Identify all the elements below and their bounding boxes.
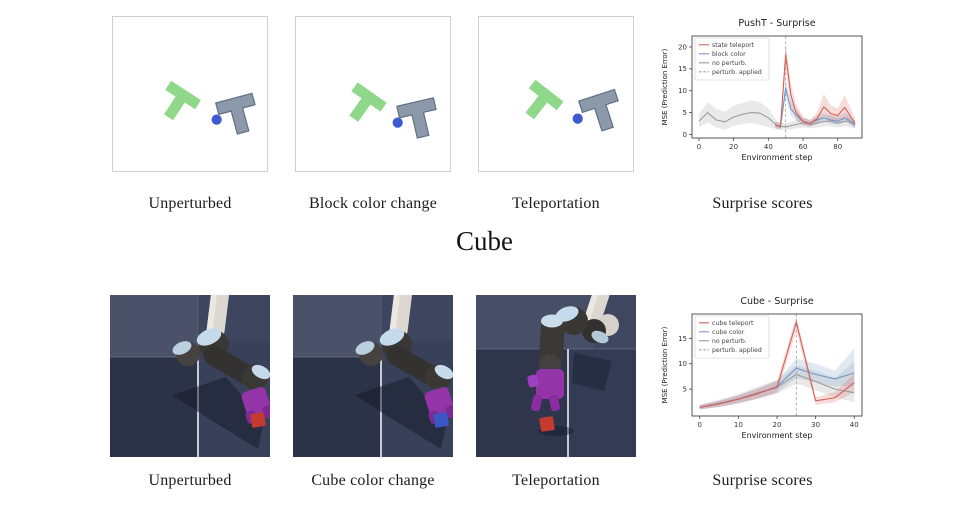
- band-block-color: [775, 80, 856, 130]
- y-tick-label: 15: [678, 335, 687, 343]
- y-tick-label: 15: [678, 65, 687, 73]
- cube-panel-unperturbed: [110, 295, 270, 457]
- cube-panel-teleportation: [476, 295, 636, 457]
- legend-label-state-teleport: state teleport: [712, 42, 755, 49]
- caption-pusht-teleportation: Teleportation: [512, 195, 600, 212]
- caption-cube-teleportation: Teleportation: [512, 472, 600, 489]
- caption-cube-surprise-scores: Surprise scores: [712, 472, 813, 489]
- x-tick-label: 10: [734, 421, 743, 429]
- gripper: [241, 386, 270, 424]
- cube-object: [539, 416, 555, 432]
- caption-pusht-block-color: Block color change: [309, 195, 437, 212]
- y-tick-label: 20: [678, 43, 687, 51]
- x-tick-label: 40: [764, 143, 773, 151]
- pusht-scene-block-color: [349, 82, 437, 139]
- target-tee-shape: [164, 80, 201, 121]
- pusht-panel-unperturbed: [112, 16, 268, 172]
- section-title-cube: Cube: [456, 226, 513, 256]
- x-axis-label: Environment step: [742, 153, 813, 162]
- cube-object: [433, 412, 449, 428]
- band-cube-teleport: [699, 316, 855, 410]
- x-tick-label: 30: [811, 421, 820, 429]
- pusht-scene-teleportation: [525, 79, 619, 132]
- legend: cube teleport cube color no perturb. pertur…: [694, 315, 770, 359]
- legend-label-cube-color: cube color: [712, 329, 745, 336]
- line-state-teleport: [775, 54, 856, 128]
- gripper: [527, 369, 564, 412]
- plot-frame: [691, 35, 863, 139]
- arm-shadow: [172, 377, 264, 449]
- cube-surprise-chart: 0 10 20 30 40 5 10 15 Cube - SurpriseEnvironment…: [661, 296, 863, 440]
- pusht-panel-teleportation: [478, 16, 634, 172]
- y-tick-label: 0: [683, 131, 687, 139]
- x-axis-label: Environment step: [742, 431, 813, 440]
- x-tick-label: 60: [799, 143, 808, 151]
- legend-label-no-perturb: no perturb.: [712, 338, 747, 345]
- x-tick-label: 20: [729, 143, 738, 151]
- arm-shadow: [355, 377, 447, 449]
- caption-cube-color-change: Cube color change: [311, 472, 435, 489]
- robot-scene-center: [476, 295, 636, 457]
- block-tee-shape: [215, 92, 256, 135]
- target-tee-shape: [525, 79, 564, 120]
- robot-scene-side: [293, 295, 453, 457]
- y-tick-label: 10: [678, 360, 687, 368]
- band-cube-color: [699, 348, 855, 410]
- robot-scene-side: [110, 295, 270, 457]
- agent-dot: [392, 117, 403, 128]
- robot-arm: [172, 295, 270, 390]
- band-state-teleport: [775, 42, 856, 130]
- y-tick-label: 5: [683, 109, 687, 117]
- agent-dot: [572, 113, 583, 124]
- y-axis-label: MSE (Prediction Error): [661, 326, 669, 403]
- x-tick-label: 0: [697, 421, 701, 429]
- pusht-surprise-chart: 0 20 40 60 80 0 5 10 15 20 PushT - SurpriseEnviron…: [661, 18, 863, 162]
- legend-label-perturb-applied: perturb. applied: [712, 347, 762, 354]
- legend-label-no-perturb: no perturb.: [712, 60, 747, 67]
- robot-arm: [355, 295, 453, 390]
- x-tick-label: 80: [833, 143, 842, 151]
- y-tick-label: 10: [678, 87, 687, 95]
- pusht-scene-unperturbed: [164, 80, 256, 135]
- legend-label-block-color: block color: [712, 51, 746, 58]
- cube-object: [250, 412, 266, 428]
- x-tick-label: 40: [850, 421, 859, 429]
- legend: state teleport block color no perturb. pert…: [694, 37, 770, 81]
- block-tee-shape: [578, 88, 619, 132]
- chart-title: PushT - Surprise: [738, 18, 815, 29]
- arm-shadow: [572, 353, 612, 391]
- block-tee-shape: [396, 97, 437, 139]
- band-no-perturb: [698, 100, 856, 131]
- legend-label-cube-teleport: cube teleport: [712, 320, 754, 327]
- cube-panel-color-change: [293, 295, 453, 457]
- target-tee-shape: [349, 82, 387, 122]
- line-cube-teleport: [699, 321, 855, 408]
- caption-pusht-unperturbed: Unperturbed: [148, 195, 232, 212]
- caption-pusht-surprise-scores: Surprise scores: [712, 195, 813, 212]
- agent-dot: [211, 114, 222, 125]
- x-tick-label: 20: [773, 421, 782, 429]
- chart-title: Cube - Surprise: [740, 296, 813, 307]
- y-tick-label: 5: [683, 386, 687, 394]
- x-tick-label: 0: [697, 143, 701, 151]
- legend-label-perturb-applied: perturb. applied: [712, 69, 762, 76]
- caption-cube-unperturbed: Unperturbed: [148, 472, 232, 489]
- pusht-panel-block-color: [295, 16, 451, 172]
- y-axis-label: MSE (Prediction Error): [661, 48, 669, 125]
